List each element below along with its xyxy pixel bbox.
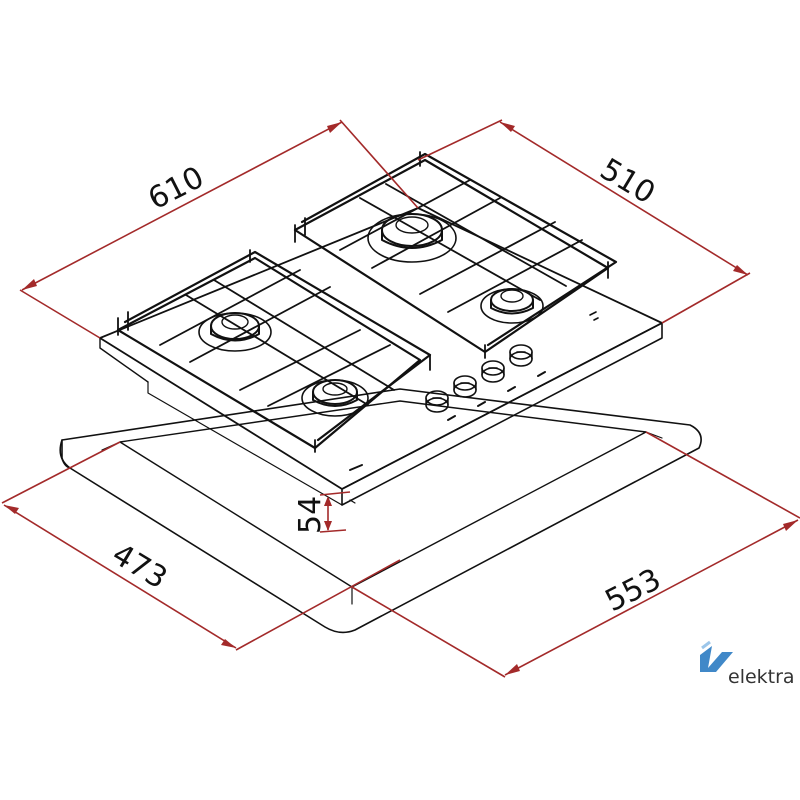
dimension-label-54: 54 xyxy=(293,496,328,534)
burner-rear-right xyxy=(367,213,457,263)
dimension-label-553: 553 xyxy=(600,562,667,619)
elektra-logo: elektra xyxy=(700,640,795,688)
pan-support-right xyxy=(293,151,618,359)
dimension-label-473: 473 xyxy=(106,537,173,596)
elektra-logo-mark xyxy=(700,646,733,672)
dimension-473: 473 xyxy=(1,441,401,651)
dimension-510: 510 xyxy=(417,119,751,324)
elektra-wordmark: elektra xyxy=(728,666,795,688)
control-knob xyxy=(453,375,477,398)
control-knob xyxy=(509,344,533,367)
control-knob xyxy=(481,360,505,383)
dimension-54: 54 xyxy=(293,491,351,534)
dimension-610: 610 xyxy=(19,119,419,339)
dimension-label-510: 510 xyxy=(594,152,661,211)
pan-support-left xyxy=(116,249,432,453)
burner-front-right xyxy=(480,288,544,324)
burner-rear-left xyxy=(198,312,272,352)
control-knobs xyxy=(425,344,546,421)
control-knob xyxy=(425,390,449,413)
burner-front-left xyxy=(301,379,369,417)
hob-body xyxy=(99,207,663,506)
